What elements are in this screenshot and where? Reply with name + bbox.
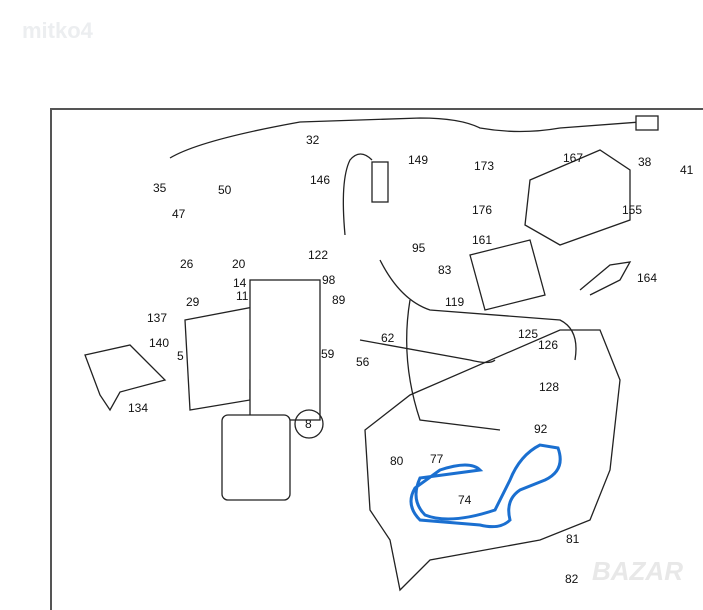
gasket-161 [469,239,546,311]
bracket-134 [84,344,167,412]
part-label-59: 59 [321,347,335,361]
part-label-56: 56 [356,355,370,369]
part-label-122: 122 [308,248,328,262]
pump-155 [524,149,631,246]
bracket-164 [579,261,632,296]
diagram-frame [50,108,703,610]
watermark-bazar: BAZAR [592,556,683,586]
part-label-176: 176 [472,203,492,217]
line-119 [379,259,577,361]
highlight-outline [409,443,562,529]
part-label-164: 164 [637,271,657,285]
part-label-8: 8 [305,417,312,431]
filter-cartridge [221,414,291,501]
part-label-167: 167 [563,151,583,165]
part-label-11: 11 [236,289,249,303]
part-label-146: 146 [310,173,330,187]
part-label-140: 140 [149,336,169,350]
part-label-89: 89 [332,293,346,307]
connector-38 [635,115,659,131]
line-return [406,299,501,431]
part-label-74: 74 [458,493,472,507]
part-label-41: 41 [680,163,694,177]
part-label-155: 155 [622,203,642,217]
bracket-8 [249,279,321,421]
part-label-119: 119 [445,295,464,309]
part-label-95: 95 [412,241,426,255]
injection-pump-body [364,329,621,592]
part-label-26: 26 [180,257,194,271]
part-label-149: 149 [408,153,428,167]
part-label-81: 81 [566,532,580,546]
part-label-77: 77 [430,452,444,466]
part-label-50: 50 [218,183,232,197]
part-label-20: 20 [232,257,246,271]
part-label-14: 14 [233,276,247,290]
line-56 [359,339,496,364]
part-label-134: 134 [128,401,148,415]
part-label-35: 35 [153,181,167,195]
part-label-47: 47 [172,207,186,221]
pipe-146 [342,153,373,236]
part-label-38: 38 [638,155,652,169]
part-label-98: 98 [322,273,336,287]
part-label-161: 161 [472,233,492,247]
watermark-mitko4: mitko4 [22,18,93,43]
part-label-126: 126 [538,338,558,352]
part-label-128: 128 [539,380,559,394]
valve-149 [371,161,389,203]
part-label-173: 173 [474,159,494,173]
callout-circle-8 [294,409,324,439]
part-label-92: 92 [534,422,548,436]
part-label-5: 5 [177,349,184,363]
part-label-29: 29 [186,295,200,309]
part-label-62: 62 [381,331,395,345]
fuel-line-32 [169,117,641,159]
part-label-83: 83 [438,263,452,277]
part-label-82: 82 [565,572,579,586]
part-label-137: 137 [147,311,167,325]
part-label-80: 80 [390,454,404,468]
part-label-125: 125 [518,327,538,341]
part-label-32: 32 [306,133,320,147]
